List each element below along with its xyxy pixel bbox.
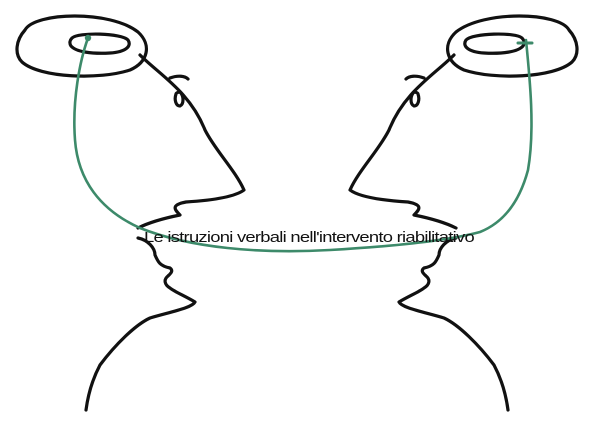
left-face-profile bbox=[138, 55, 244, 228]
left-eye bbox=[170, 76, 188, 106]
caption-text: Le istruzioni verbali nell'intervento ri… bbox=[144, 229, 474, 246]
left-jaw bbox=[86, 238, 195, 410]
right-jaw bbox=[399, 238, 508, 410]
left-thought-ring bbox=[17, 16, 146, 76]
right-face-profile bbox=[350, 55, 456, 228]
right-eye bbox=[406, 76, 424, 106]
right-thought-ring bbox=[448, 16, 577, 76]
right-head bbox=[350, 16, 577, 410]
left-thread-knot bbox=[85, 35, 91, 41]
left-head bbox=[17, 16, 244, 410]
